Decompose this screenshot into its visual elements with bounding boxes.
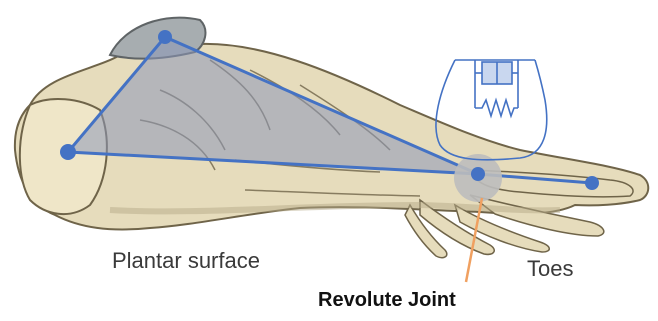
revolute-joint-label: Revolute Joint bbox=[318, 289, 456, 312]
plantar-surface-label: Plantar surface bbox=[112, 248, 260, 274]
node-toe bbox=[585, 176, 599, 190]
node-heel bbox=[60, 144, 76, 160]
node-joint bbox=[471, 167, 485, 181]
node-talus bbox=[158, 30, 172, 44]
toes-label: Toes bbox=[527, 256, 573, 282]
